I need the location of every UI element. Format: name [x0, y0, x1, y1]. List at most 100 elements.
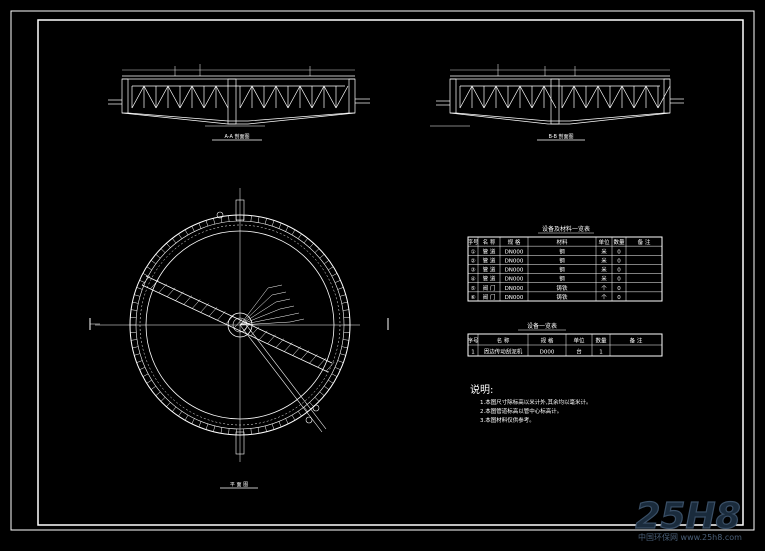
table-cell: 铸铁 — [556, 293, 568, 301]
rim-tick — [184, 229, 189, 236]
truss-member — [191, 85, 205, 109]
rim-tick — [323, 260, 330, 265]
truss-member — [483, 85, 497, 109]
section-view-b — [430, 64, 684, 127]
truss-member — [275, 85, 289, 109]
rim-tick — [155, 254, 161, 259]
fan-pipe — [239, 301, 277, 326]
table-cell: 管 道 — [483, 266, 496, 274]
plan-title: 平 面 图 — [230, 482, 248, 488]
rim-tick — [178, 411, 183, 417]
truss-member — [459, 85, 473, 109]
truss-member — [633, 85, 647, 109]
table-cell: 米 — [601, 247, 607, 255]
truss-member — [471, 85, 485, 109]
fan-pipe-end — [271, 291, 287, 296]
rim-tick — [285, 226, 289, 232]
rim-tick — [228, 428, 230, 435]
table-cell: 米 — [601, 256, 607, 264]
table-header-cell: 数量 — [595, 337, 607, 345]
rim-tick — [309, 402, 314, 407]
bridge-hatch — [175, 291, 184, 301]
truss-member — [573, 85, 587, 109]
table-cell: DN000 — [505, 286, 524, 292]
rim-tick — [331, 273, 338, 277]
rim-tick — [328, 266, 334, 271]
table-cell: 管 道 — [483, 256, 496, 264]
bridge-hatch — [200, 303, 209, 313]
rim-tick — [271, 220, 275, 227]
table-cell: DN000 — [505, 277, 524, 283]
table-cell: ① — [471, 249, 476, 255]
table-header-cell: 名 称 — [497, 337, 510, 345]
section-a-title: A-A 剖面图 — [224, 133, 249, 140]
table-cell: ③ — [471, 268, 476, 274]
table-header-cell: 规 格 — [508, 238, 521, 246]
table-header-cell: 单位 — [573, 337, 585, 345]
bridge-hatch — [217, 311, 226, 321]
truss-member — [131, 85, 145, 109]
notes-heading: 说明: — [470, 383, 493, 396]
rim-tick — [264, 218, 267, 225]
rim-tick — [166, 402, 171, 407]
rim-tick — [178, 233, 183, 239]
bridge-hatch — [183, 295, 193, 305]
rim-tick — [136, 287, 143, 290]
bridge-hatch — [325, 361, 335, 372]
rim-tick — [291, 414, 296, 421]
rim-tick — [198, 421, 202, 428]
rim-tick — [228, 215, 230, 222]
bridge-hatch — [158, 283, 167, 293]
note-item-3: 3.本图材料仅供参考。 — [480, 416, 535, 424]
table-cell: 钢 — [559, 247, 565, 255]
truss-member — [507, 85, 521, 109]
fan-pipe-end — [289, 318, 305, 323]
watermark-logo: 25H8 — [635, 496, 740, 537]
rim-tick — [337, 287, 344, 290]
table-cell: DN000 — [505, 295, 524, 301]
table-cell: ② — [471, 257, 476, 264]
table-header-cell: 数量 — [613, 238, 625, 246]
table-cell: DN000 — [505, 268, 524, 274]
bridge-hatch — [233, 318, 243, 329]
truss-member — [561, 85, 575, 109]
truss-member — [311, 85, 325, 109]
rim-tick — [314, 248, 320, 253]
table-header-cell: 序号 — [467, 238, 479, 246]
truss-member — [167, 85, 181, 109]
table-cell: 米 — [601, 266, 607, 274]
fan-pipe-end — [275, 298, 291, 303]
rim-tick — [314, 397, 320, 402]
rim-tick — [271, 423, 275, 430]
truss-member — [203, 85, 217, 109]
rim-tick — [146, 379, 152, 384]
truss-member — [519, 85, 533, 109]
bridge-hatch — [309, 354, 318, 364]
table-header-cell: 备 注 — [630, 337, 643, 345]
truss-member — [621, 85, 635, 109]
rim-tick — [213, 425, 216, 432]
bridge-hatch — [208, 307, 218, 317]
truss-member — [179, 85, 193, 109]
rim-tick — [205, 423, 209, 430]
table-cell: 0 — [617, 258, 621, 264]
truss-member — [335, 85, 349, 109]
plan-view — [89, 188, 389, 462]
rim-tick — [339, 294, 346, 297]
truss-member — [143, 85, 157, 109]
bridge-hatch — [150, 279, 159, 290]
table-cell: 0 — [617, 249, 621, 255]
rim-tick — [142, 273, 149, 277]
bridge-hatch — [317, 358, 326, 368]
bridge-hatch — [225, 314, 234, 325]
rim-tick — [342, 309, 349, 311]
table-header-cell: 名 称 — [483, 238, 496, 246]
rim-tick — [264, 425, 267, 432]
rim-tick — [160, 248, 166, 253]
rim-tick — [278, 421, 282, 428]
table-cell: 0 — [617, 286, 621, 292]
fan-pipe — [239, 287, 269, 326]
rim-tick — [319, 391, 325, 396]
